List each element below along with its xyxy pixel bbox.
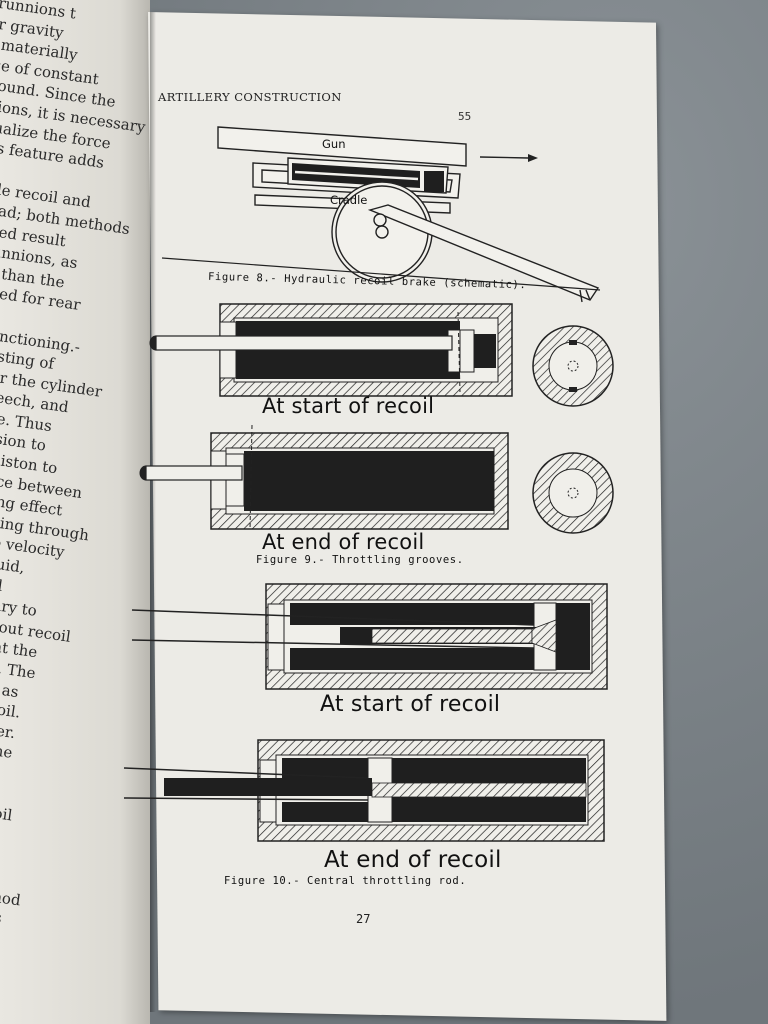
figure10-end-drawing [123,739,605,842]
gutter-shadow [150,12,156,1012]
figure9-start-drawing [149,303,614,407]
figure8-label-gun: Gun [322,137,346,151]
running-head: ARTILLERY CONSTRUCTION [158,90,342,104]
figure8-label-cradle: Cradle [330,193,368,207]
figure9-end-drawing [139,424,614,534]
figure8-drawing [161,126,601,303]
figure9-caption: Figure 9.- Throttling grooves. [256,554,464,566]
footer-page-number: 27 [356,912,371,926]
figure9-label-start: At start of recoil [262,394,435,418]
figure10-caption: Figure 10.- Central throttling rod. [224,875,467,887]
figure9-label-end: At end of recoil [262,530,425,554]
figure10-label-end: At end of recoil [324,847,502,873]
page-number: 55 [458,110,472,123]
figure10-label-start: At start of recoil [320,692,501,717]
figure10-start-drawing [131,583,608,690]
